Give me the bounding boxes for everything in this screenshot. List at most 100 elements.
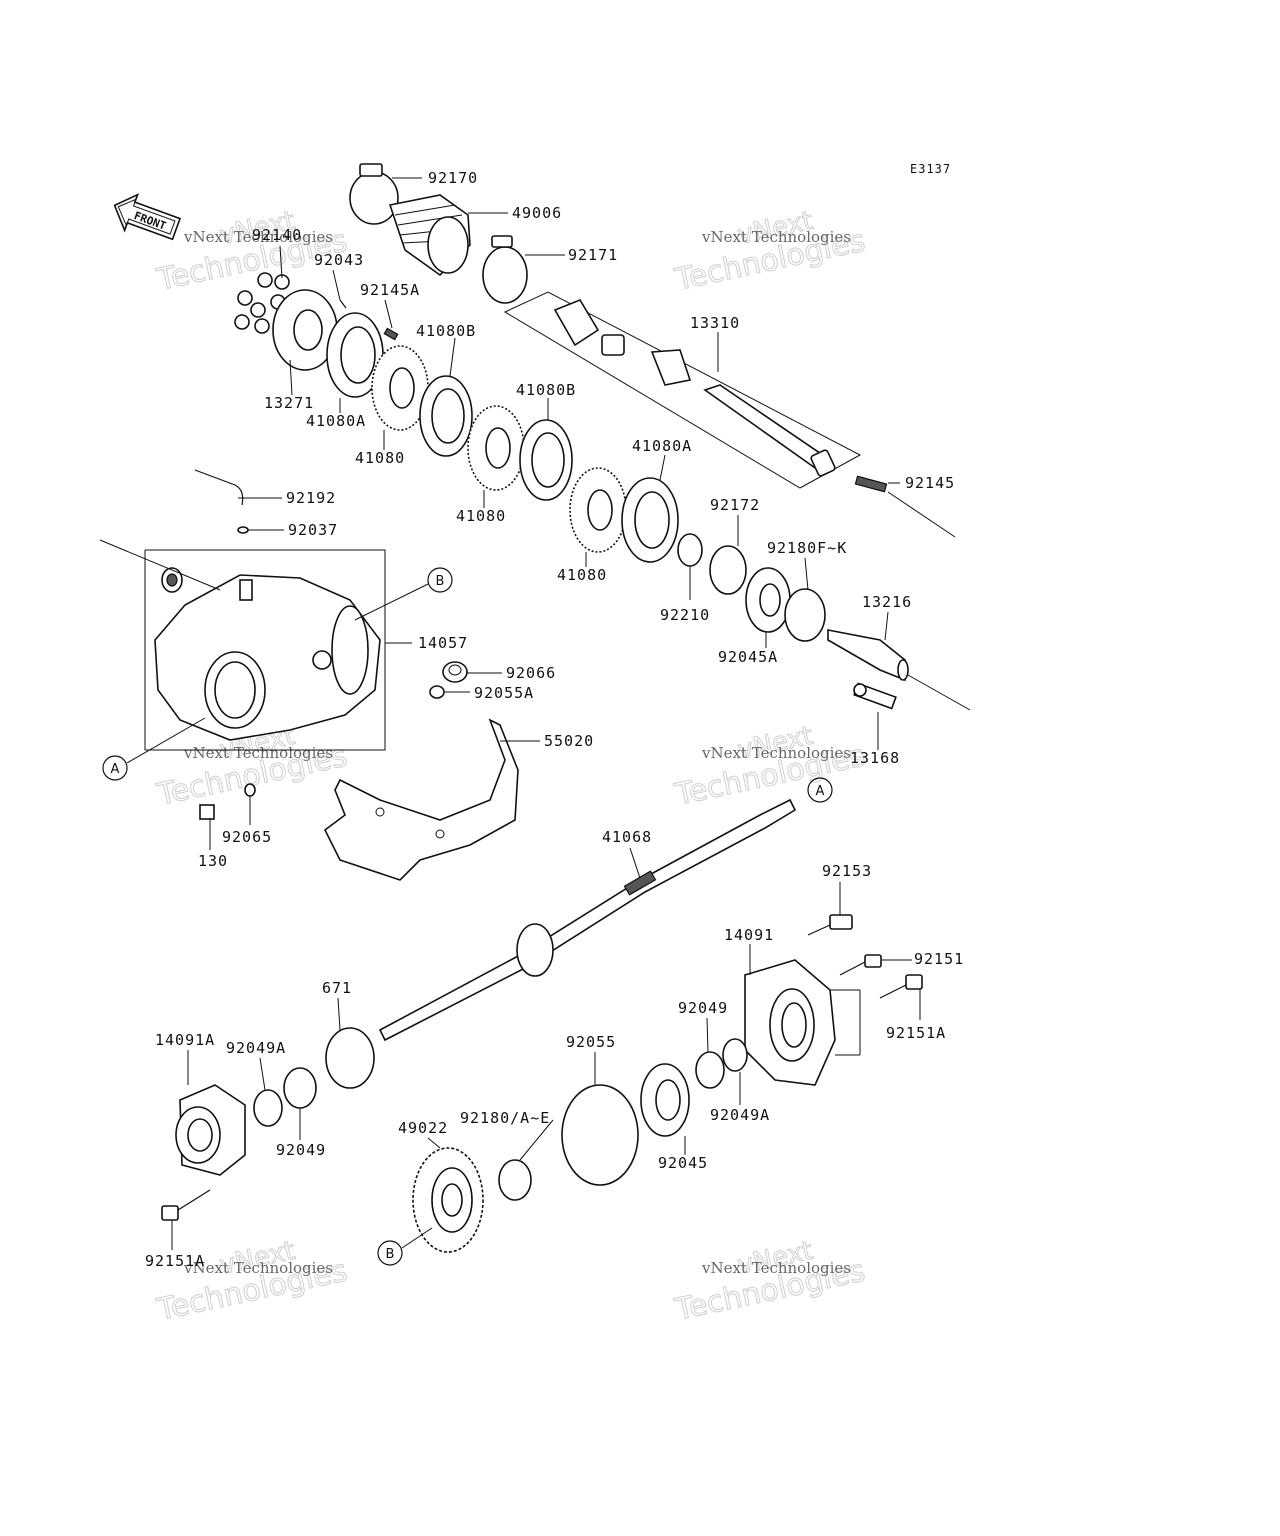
bolt-92151A-right xyxy=(879,974,923,999)
watermark-small: vNext Technologies xyxy=(701,744,851,762)
watermark-small: vNext Technologies xyxy=(183,228,333,246)
pin-92043 xyxy=(339,299,347,309)
label-92153: 92153 xyxy=(822,862,872,880)
label-92145A: 92145A xyxy=(360,281,420,299)
callout-a-left: A xyxy=(102,717,206,781)
label-92170: 92170 xyxy=(428,169,478,187)
label-130: 130 xyxy=(198,852,228,870)
callout-a-right: A xyxy=(807,777,833,803)
seal-92172 xyxy=(709,545,747,595)
shim-92180-A-E xyxy=(498,1159,532,1201)
watermark-mid-right: Technologies vNext xyxy=(671,720,869,813)
watermark-group: Technologies vNext vNext Technologies Te… xyxy=(153,205,869,1328)
pinion-axis xyxy=(907,674,971,711)
seal-92049A-right xyxy=(722,1038,748,1072)
propeller-shaft-13310 xyxy=(553,299,836,477)
washer-92065 xyxy=(244,783,256,797)
watermark-top-right: Technologies vNext xyxy=(671,205,869,298)
nut-92066 xyxy=(442,661,468,683)
label-92210: 92210 xyxy=(660,606,710,624)
seal-92210 xyxy=(677,533,703,567)
label-92045A: 92045A xyxy=(718,648,778,666)
shim-92180F-K xyxy=(784,588,826,642)
housing-bracket xyxy=(145,549,386,751)
washer-92055A xyxy=(429,685,445,699)
boot-49006 xyxy=(388,194,471,277)
label-92171: 92171 xyxy=(568,246,618,264)
clutch-plate-41080B-2 xyxy=(519,419,573,501)
label-41080B-2: 41080B xyxy=(516,381,576,399)
label-92151A-2: 92151A xyxy=(145,1252,205,1270)
diagram-code: E3137 xyxy=(910,162,951,176)
watermark-bottom-right: Technologies vNext xyxy=(671,1235,869,1328)
watermark-small: vNext Technologies xyxy=(701,1259,851,1277)
bolt-92153 xyxy=(807,914,853,936)
friction-disc-41080-2 xyxy=(467,405,525,491)
watermark-top-left: Technologies vNext xyxy=(153,205,351,298)
label-92151: 92151 xyxy=(914,950,964,968)
clutch-plate-41080A-2 xyxy=(621,477,679,563)
clamp-92170 xyxy=(349,163,399,225)
pinion-13216 xyxy=(827,629,909,682)
label-92151A-1: 92151A xyxy=(886,1024,946,1042)
seal-92049A-left xyxy=(253,1089,283,1127)
label-49006: 49006 xyxy=(512,204,562,222)
watermark-small: vNext Technologies xyxy=(183,1259,333,1277)
stud-92145 xyxy=(854,475,888,493)
front-arrow-icon: FRONT xyxy=(113,193,182,241)
bearing-92045 xyxy=(640,1063,690,1137)
o-ring-671 xyxy=(325,1027,375,1089)
bolt-92151A-left xyxy=(161,1189,211,1221)
bolt-130 xyxy=(199,804,215,820)
callout-b-bottom-letter: B xyxy=(386,1247,395,1262)
watermark-small: vNext Technologies xyxy=(701,228,851,246)
watermark-small: vNext Technologies xyxy=(183,744,333,762)
label-92180F-K: 92180F~K xyxy=(767,539,847,557)
label-41080A-2: 41080A xyxy=(632,437,692,455)
seal-92049-right xyxy=(695,1051,725,1089)
drive-shaft-41068 xyxy=(378,798,797,1042)
bracket-55020 xyxy=(323,718,519,881)
label-92180-A-E: 92180/A~E xyxy=(460,1109,550,1127)
label-14091: 14091 xyxy=(724,926,774,944)
label-92049-2: 92049 xyxy=(276,1141,326,1159)
callout-a-right-letter: A xyxy=(816,784,825,799)
label-92140: 92140 xyxy=(252,226,302,244)
o-ring-92055 xyxy=(561,1084,639,1186)
clutch-plate-41080B-1 xyxy=(419,375,473,457)
label-92049-1: 92049 xyxy=(678,999,728,1017)
label-41080A-1: 41080A xyxy=(306,412,366,430)
label-55020: 55020 xyxy=(544,732,594,750)
label-13310: 13310 xyxy=(690,314,740,332)
label-13216: 13216 xyxy=(862,593,912,611)
label-92043: 92043 xyxy=(314,251,364,269)
label-13168: 13168 xyxy=(850,749,900,767)
bearing-92045A xyxy=(745,567,791,633)
label-41080-1: 41080 xyxy=(355,449,405,467)
label-92066: 92066 xyxy=(506,664,556,682)
clamp-92037 xyxy=(237,526,249,534)
cam-13271 xyxy=(272,289,338,371)
label-41080-3: 41080 xyxy=(557,566,607,584)
watermark-bottom-left: Technologies vNext xyxy=(153,1235,351,1328)
callout-b-top: B xyxy=(354,567,453,621)
label-671: 671 xyxy=(322,979,352,997)
label-41080B-1: 41080B xyxy=(416,322,476,340)
stud-92145-axis xyxy=(887,491,956,538)
callout-b-bottom: B xyxy=(377,1227,433,1266)
label-92172: 92172 xyxy=(710,496,760,514)
shaft-assembly-outline xyxy=(503,291,862,489)
breather-pipe-92192 xyxy=(194,469,244,506)
seal-92049-left xyxy=(283,1067,317,1109)
label-92055: 92055 xyxy=(566,1033,616,1051)
housing-14091A xyxy=(175,1084,246,1176)
label-14057: 14057 xyxy=(418,634,468,652)
bolt-92151 xyxy=(839,954,882,976)
shaft-13168 xyxy=(853,682,897,710)
leader-lines xyxy=(171,177,921,1250)
housing-14091 xyxy=(744,959,836,1086)
balls-92140 xyxy=(234,272,290,334)
label-92055A: 92055A xyxy=(474,684,534,702)
label-13271: 13271 xyxy=(264,394,314,412)
